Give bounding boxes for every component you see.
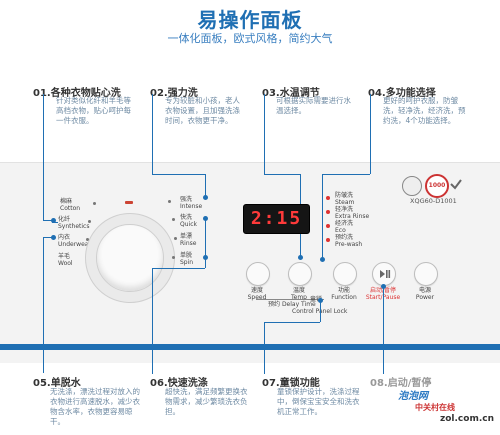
feature-2-leader [152, 94, 153, 174]
speed-button[interactable] [246, 262, 270, 286]
feature-4-dot [320, 257, 325, 262]
feature-4-leader-h [322, 174, 370, 175]
feature-4-title: 04.多功能选择 [368, 88, 436, 99]
program-dot [93, 202, 96, 205]
watermark-domain: zol.com.cn [440, 414, 494, 424]
feature-2-leader-v2 [205, 174, 206, 196]
model-code: XQG60-D1001 [410, 197, 457, 205]
feature-1-leader [43, 94, 44, 220]
feature-8-dot [381, 284, 386, 289]
feature-4-desc: 更好的呵护衣服，防皱洗，轻净洗，经济洗，预约洗，4个功能选择。 [383, 96, 466, 125]
program-dot [172, 218, 175, 221]
power-button[interactable] [414, 262, 438, 286]
feature-5-title: 05.单脱水 [33, 378, 81, 389]
feature-2-desc: 专为较脏和小孩，老人衣物设置，且加强洗涤时间，衣物更干净。 [165, 96, 240, 125]
delay-time-label: 预约 Delay Time [268, 301, 316, 308]
panel-bottom-stripe [0, 344, 500, 350]
temp-button[interactable] [288, 262, 312, 286]
feature-4-leader-v2 [322, 174, 323, 258]
program-dot [88, 220, 91, 223]
feature-7-leader-h [264, 322, 320, 323]
spin-speed-badge: 1000 [425, 174, 449, 198]
option-indicator-light [326, 224, 330, 228]
option-indicator-light [326, 238, 330, 242]
start-pause-button[interactable] [372, 262, 396, 286]
feature-5-leader-top [43, 237, 53, 238]
feature-5-desc: 无洗涤，漂洗过程对放入的衣物进行高速脱水，减少衣物含水率，衣物更容易晾干。 [50, 387, 140, 426]
feature-5-dot [51, 235, 56, 240]
program-knob[interactable] [96, 224, 164, 292]
option-indicator-light [326, 210, 330, 214]
play-pause-icon [380, 270, 391, 278]
child-lock-sublabel: Control Panel Lock [292, 308, 348, 315]
feature-7-title: 07.童锁功能 [262, 378, 320, 389]
delay-bracket [256, 299, 324, 300]
feature-3-leader-h [264, 174, 300, 175]
knob-indicator-mark [125, 201, 133, 204]
page-subtitle: 一体化面板，欧式风格，简约大气 [167, 32, 333, 45]
feature-3-desc: 可根据实际需要进行水温选择。 [276, 96, 351, 115]
watermark-site: 泡泡网 [398, 391, 428, 402]
feature-2-dot [203, 195, 208, 200]
feature-3-dot [298, 255, 303, 260]
feature-1-desc: 针对类似化纤和羊毛等高档衣物，贴心呵护每一件衣服。 [56, 96, 131, 125]
feature-1-leader-h [43, 220, 53, 221]
feature-3-leader [264, 94, 265, 174]
feature-2-title: 02.强力洗 [150, 88, 198, 99]
feature-6-title: 06.快速洗涤 [150, 378, 208, 389]
feature-3-title: 03.水温调节 [262, 88, 320, 99]
feature-8-leader [383, 286, 384, 374]
feature-8-title: 08.启动/暂停 [370, 378, 432, 389]
feature-6-desc: 超快洗，满足频繁更换衣物需求，减少繁琐洗衣负担。 [165, 387, 248, 416]
feature-1-title: 01.各种衣物贴心洗 [33, 88, 121, 99]
program-dot [172, 256, 175, 259]
child-lock-label: 童锁 [310, 296, 323, 303]
feature-5-leader [43, 237, 44, 373]
feature-4-leader [370, 94, 371, 174]
program-dot [86, 238, 89, 241]
function-button[interactable] [333, 262, 357, 286]
feature-2-leader-h [152, 174, 205, 175]
page-title: 易操作面板 [197, 8, 303, 32]
feature-5-leader-h [52, 222, 58, 223]
feature-7-desc: 童锁保护设计，洗涤过程中，倒保宝宝安全和洗衣机正常工作。 [277, 387, 360, 416]
feature-6-leader-h [152, 268, 205, 269]
program-dot [174, 237, 177, 240]
feature-7-leader-v1 [320, 300, 321, 322]
feature-6-leader [152, 268, 153, 374]
check-badge-icon [449, 176, 463, 190]
time-display: 2:15 [243, 204, 310, 234]
feature-6-leader-v1 [205, 218, 206, 268]
feature-7-leader [264, 322, 265, 374]
brand-logo-icon [402, 176, 422, 196]
control-panel [0, 162, 500, 363]
feature-1-dot [51, 218, 56, 223]
program-dot [168, 200, 171, 203]
watermark-brand: 中关村在线 [415, 403, 455, 412]
option-indicator-light [326, 196, 330, 200]
